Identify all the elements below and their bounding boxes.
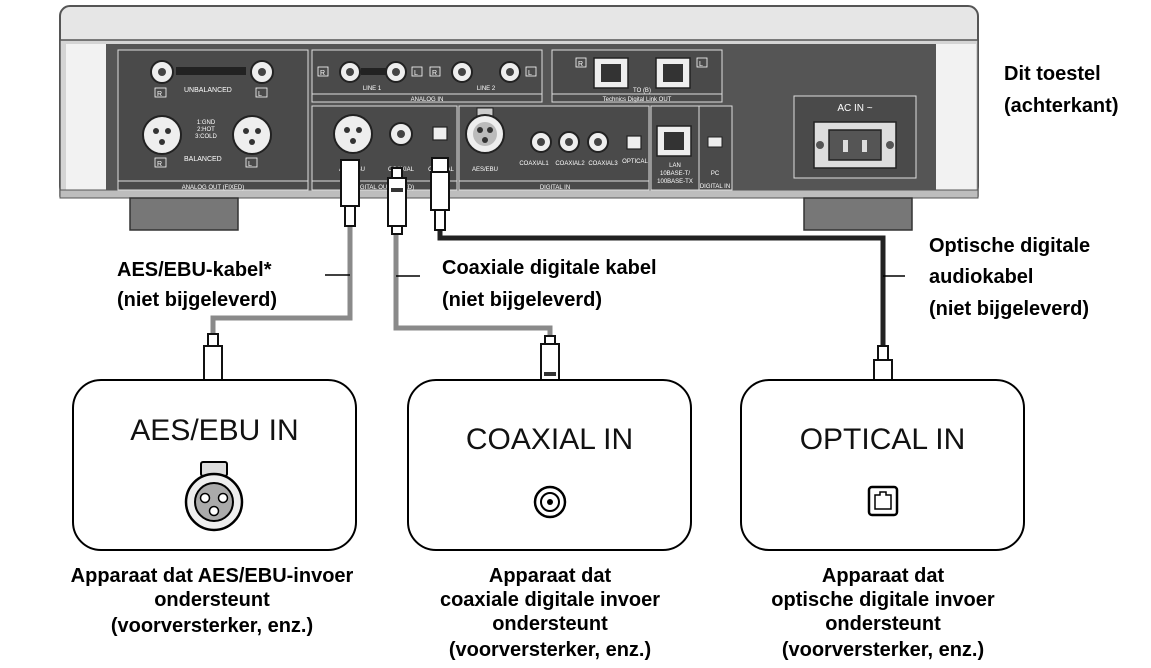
lan-label: LAN (669, 163, 681, 169)
ac-in-label: AC IN ~ (837, 103, 872, 114)
analog-out-l-mark: L (258, 91, 262, 98)
device-feet (129, 197, 913, 231)
optical-caption-line1: Apparaat dat (821, 565, 945, 587)
line1-r-mark: R (320, 70, 325, 77)
optical-target-box (740, 379, 1025, 551)
optical-cable-label-line3: (niet bijgeleverd) (929, 298, 1090, 320)
line1-l-mark: L (414, 70, 418, 77)
lan-spec2-label: 100BASE-TX (657, 179, 693, 185)
coax-caption-line2: coaxiale digitale invoer (439, 589, 661, 611)
line2-label: LINE 2 (477, 86, 496, 92)
aes-caption-line2: ondersteunt (154, 589, 270, 611)
xlr-socket-icon (184, 461, 244, 532)
aes-cable-label-line1: AES/EBU-kabel* (117, 259, 272, 281)
digital-out-label: DIGITAL OUT (FIXED) (354, 185, 414, 191)
coaxial2-label: COAXIAL2 (555, 161, 585, 167)
panel-analog-out: R L R L UNBALANCED BALANCED 1:GND 2:HOT … (117, 49, 309, 191)
aes-ebu-out-jack (333, 114, 373, 154)
analog-out-label: ANALOG OUT (FIXED) (182, 185, 245, 191)
optical-port-icon (867, 485, 899, 517)
optical-in-label: OPTICAL (622, 159, 648, 165)
coax-caption-line1: Apparaat dat (488, 565, 612, 587)
optical-in-port (626, 135, 642, 150)
tdl-out-label: Technics Digital Link OUT (603, 97, 672, 103)
coaxial-target-box (407, 379, 692, 551)
pc-label: PC (711, 171, 720, 177)
panel-digital-in: AES/EBU COAXIAL1 COAXIAL2 COAXIAL3 OPTIC… (458, 105, 650, 191)
panel-ac-in: AC IN ~ (793, 95, 917, 179)
coax-cable-label-line1: Coaxiale digitale kabel (442, 257, 657, 279)
rca-jack-icon (533, 485, 567, 519)
device-label-line1: Dit toestel (1004, 63, 1101, 85)
coax-caption-line4: (voorversterker, enz.) (448, 639, 652, 661)
balanced-r-mark: R (157, 161, 162, 168)
digital-in-label: DIGITAL IN (540, 185, 570, 191)
analog-in-label: ANALOG IN (411, 97, 444, 103)
aes-caption-line3: (voorversterker, enz.) (110, 615, 314, 637)
coax-caption-line3: ondersteunt (492, 613, 608, 635)
line2-r-mark: R (432, 70, 437, 77)
panel-tdl-out: R L TO (B) Technics Digital Link OUT (551, 49, 723, 103)
coaxial1-label: COAXIAL1 (519, 161, 549, 167)
balanced-label: BALANCED (184, 156, 222, 163)
line2-l-mark: L (528, 70, 532, 77)
tdl-l-port (655, 57, 691, 89)
panel-analog-in: R L R L LINE 1 LINE 2 ANALOG IN (311, 49, 543, 103)
optical-caption-line2: optische digitale invoer (771, 589, 995, 611)
device-label-line2: (achterkant) (1004, 95, 1119, 117)
panel-lan-pc: LAN 10BASE-T/ 100BASE-TX PC DIGITAL IN (650, 105, 733, 191)
tdl-to-label: TO (B) (633, 88, 651, 94)
analog-out-r-mark: R (157, 91, 162, 98)
aes-cable-label-line2: (niet bijgeleverd) (117, 289, 278, 311)
xlr-pin-3: 3:COLD (195, 134, 217, 140)
balanced-l-mark: L (248, 161, 252, 168)
optical-cable-label-line2: audiokabel (929, 266, 1034, 288)
aes-ebu-in-label: AES/EBU (472, 167, 498, 173)
lan-spec1-label: 10BASE-T/ (660, 171, 690, 177)
optical-caption-line3: ondersteunt (825, 613, 941, 635)
coax-cable-label-line2: (niet bijgeleverd) (442, 289, 603, 311)
balanced-r-xlr (142, 115, 182, 155)
xlr-pin-2: 2:HOT (197, 127, 215, 133)
coaxial-in-title: COAXIAL IN (465, 423, 634, 456)
line1-label: LINE 1 (363, 86, 382, 92)
balanced-l-xlr (232, 115, 272, 155)
optical-out-port (432, 126, 448, 141)
optical-cable-label-line1: Optische digitale (929, 235, 1091, 257)
optical-in-title: OPTICAL IN (799, 423, 966, 456)
optical-caption-line4: (voorversterker, enz.) (781, 639, 985, 661)
aes-caption-line1: Apparaat dat AES/EBU-invoer (70, 565, 354, 587)
aes-ebu-in-title: AES/EBU IN (130, 414, 299, 447)
tdl-l-mark: L (699, 61, 703, 68)
coaxial3-label: COAXIAL3 (588, 161, 618, 167)
xlr-pin-1: 1:GND (197, 120, 216, 126)
pc-usb-port (707, 136, 723, 148)
cable-coaxial (387, 167, 560, 407)
unbalanced-label: UNBALANCED (184, 87, 232, 94)
tdl-r-mark: R (578, 61, 583, 68)
pc-digital-in-label: DIGITAL IN (700, 184, 730, 190)
